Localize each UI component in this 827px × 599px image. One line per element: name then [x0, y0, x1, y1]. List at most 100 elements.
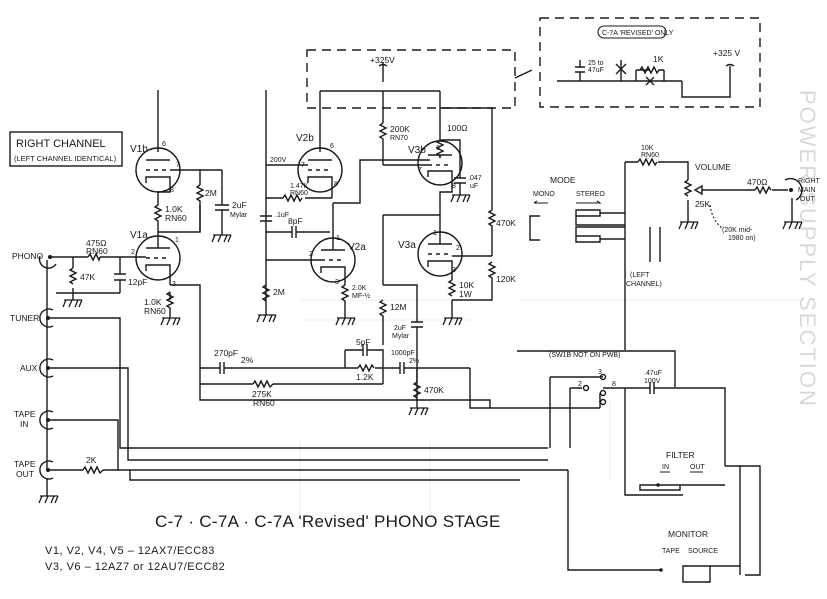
component-label: RN60: [641, 152, 659, 159]
selector-routing: 2K: [50, 317, 568, 481]
aux-jack: AUX: [20, 358, 54, 378]
component-label: (LEFT: [630, 272, 650, 279]
tape-out-label-2: OUT: [16, 469, 34, 479]
component-label: 2: [456, 245, 460, 252]
component-label: OUT: [800, 196, 816, 203]
component-label: 2.0K: [352, 285, 367, 292]
component-label: 6: [436, 145, 440, 152]
component-label: OUT: [690, 464, 706, 471]
r-v1b-k-type: RN60: [165, 213, 187, 223]
component-label: 120K: [496, 274, 516, 284]
monitor-label: MONITOR: [668, 529, 708, 539]
v1b-label: V1b: [130, 144, 148, 155]
mode-label: MODE: [550, 175, 576, 185]
component-label: MF-½: [352, 292, 370, 300]
r-v1b-k-value: 1.0K: [165, 204, 183, 214]
tube-v1a: V1a 1 2 3 1.0K RN60: [130, 230, 491, 408]
component-label: 1: [598, 397, 602, 404]
r-v1a-k-type: RN60: [144, 306, 166, 316]
component-label: 1980 on): [728, 235, 756, 242]
tape-in-jack: TAPE IN: [14, 409, 54, 430]
component-label: IN: [662, 464, 669, 471]
supply-section: +325V C-7A 'REVISED' ONLY 25 to 47uF 1K …: [306, 17, 761, 210]
component-label: 7: [418, 167, 422, 174]
component-label: 1W: [459, 289, 472, 299]
schematic-title: C-7 · C-7A · C-7A 'Revised' PHONO STAGE: [155, 512, 501, 531]
component-label: .047: [468, 175, 482, 182]
component-label: 3: [598, 369, 602, 376]
component-label: 2: [578, 381, 582, 388]
component-label: 1.47K: [290, 183, 309, 190]
component-label: 100Ω: [447, 123, 468, 133]
sw1b-filter-section: (SW1B NOT ON PWB) 3 2 1 8 .47uF 100V FIL…: [517, 350, 726, 496]
component-label: 275K: [252, 389, 272, 399]
component-label: 6: [330, 143, 334, 150]
v3a-label: V3a: [398, 240, 416, 251]
r-in-value: 475Ω: [86, 238, 107, 248]
component-label: 8pF: [288, 216, 303, 226]
component-label: 2%: [241, 355, 254, 365]
component-label: 8: [612, 381, 616, 388]
component-label: 1: [336, 235, 340, 242]
component-label: 2uF: [394, 325, 406, 332]
tube-v3b: V3b 6 7 8 200K RN70 100Ω .047 uF: [378, 122, 482, 215]
component-label: 2K: [86, 455, 97, 465]
channel-subheading: (LEFT CHANNEL IDENTICAL): [14, 154, 117, 163]
component-label: 270pF: [214, 348, 238, 358]
tube-v3a: V3a 1 2 3 470K 120K 10K 1W 12M 2uF Mylar: [378, 209, 516, 400]
component-label: 2M: [273, 287, 285, 297]
v3b-label: V3b: [408, 145, 426, 156]
c-v1b-value: 2uF: [232, 200, 247, 210]
background-ghost: POWER SUPPLY SECTION: [240, 90, 820, 520]
component-label: .47uF: [644, 370, 662, 377]
tuner-jack: TUNER: [10, 308, 54, 328]
c-v1b-type: Mylar: [230, 212, 248, 219]
component-label: 3: [172, 281, 176, 288]
tuner-label: TUNER: [10, 313, 39, 323]
watermark-text: POWER SUPPLY SECTION: [795, 90, 820, 408]
v2a-label: V2a: [348, 242, 366, 253]
input-jacks: PHONO TUNER AUX TAPE IN TAPE OUT: [10, 251, 59, 504]
component-label: 47uF: [588, 67, 604, 74]
component-label: 7: [301, 162, 305, 169]
tube-v1b: V1b 6 7 8 2M 2uF Mylar 1.0K RN60: [130, 90, 248, 243]
component-label: +325 V: [713, 48, 741, 58]
component-label: 6: [162, 141, 166, 148]
component-label: 7: [176, 162, 180, 169]
r-in-type: RN60: [86, 246, 108, 256]
component-label: RN70: [390, 135, 408, 142]
r-v1a-k-value: 1.0K: [144, 297, 162, 307]
component-label: 8: [334, 181, 338, 188]
component-label: 100V: [644, 378, 661, 385]
tube-v2a: V2a 1 2 3 2.0K MF-½: [266, 159, 430, 326]
component-label: RN60: [290, 190, 308, 197]
component-label: 10K: [641, 145, 654, 152]
component-label: RN60: [253, 398, 275, 408]
component-label: 1000pF: [391, 350, 415, 357]
component-label: 25K: [695, 199, 710, 209]
component-label: SOURCE: [688, 548, 718, 555]
tube-note-1: V1, V2, V4, V5 – 12AX7/ECC83: [45, 545, 215, 557]
component-label: .1uF: [275, 212, 289, 219]
component-label: 8: [170, 187, 174, 194]
component-label: 1.2K: [356, 372, 374, 382]
tape-out-jack: TAPE OUT: [14, 459, 54, 480]
component-label: 8: [452, 183, 456, 190]
component-label: STEREO: [576, 191, 605, 198]
component-label: 12M: [390, 302, 407, 312]
channel-box: RIGHT CHANNEL (LEFT CHANNEL IDENTICAL): [9, 131, 123, 167]
tube-note-2: V3, V6 – 12AZ7 or 12AU7/ECC82: [45, 561, 225, 573]
sw1b-note: (SW1B NOT ON PWB): [549, 352, 620, 359]
component-label: 25 to: [588, 60, 604, 67]
volume-label: VOLUME: [695, 162, 731, 172]
riaa-network: 270pF 2% 275K RN60 5pF 1.2K 1000pF 2% 47…: [200, 337, 470, 416]
c-12pf-value: 12pF: [128, 277, 147, 287]
v2b-plate-voltage: 200V: [270, 157, 287, 164]
aux-label: AUX: [20, 363, 38, 373]
component-label: (20K mid-: [722, 227, 753, 234]
tape-in-label-2: IN: [20, 419, 29, 429]
filter-label: FILTER: [666, 450, 695, 460]
component-label: MAIN: [798, 187, 816, 194]
component-label: Mylar: [392, 333, 410, 340]
